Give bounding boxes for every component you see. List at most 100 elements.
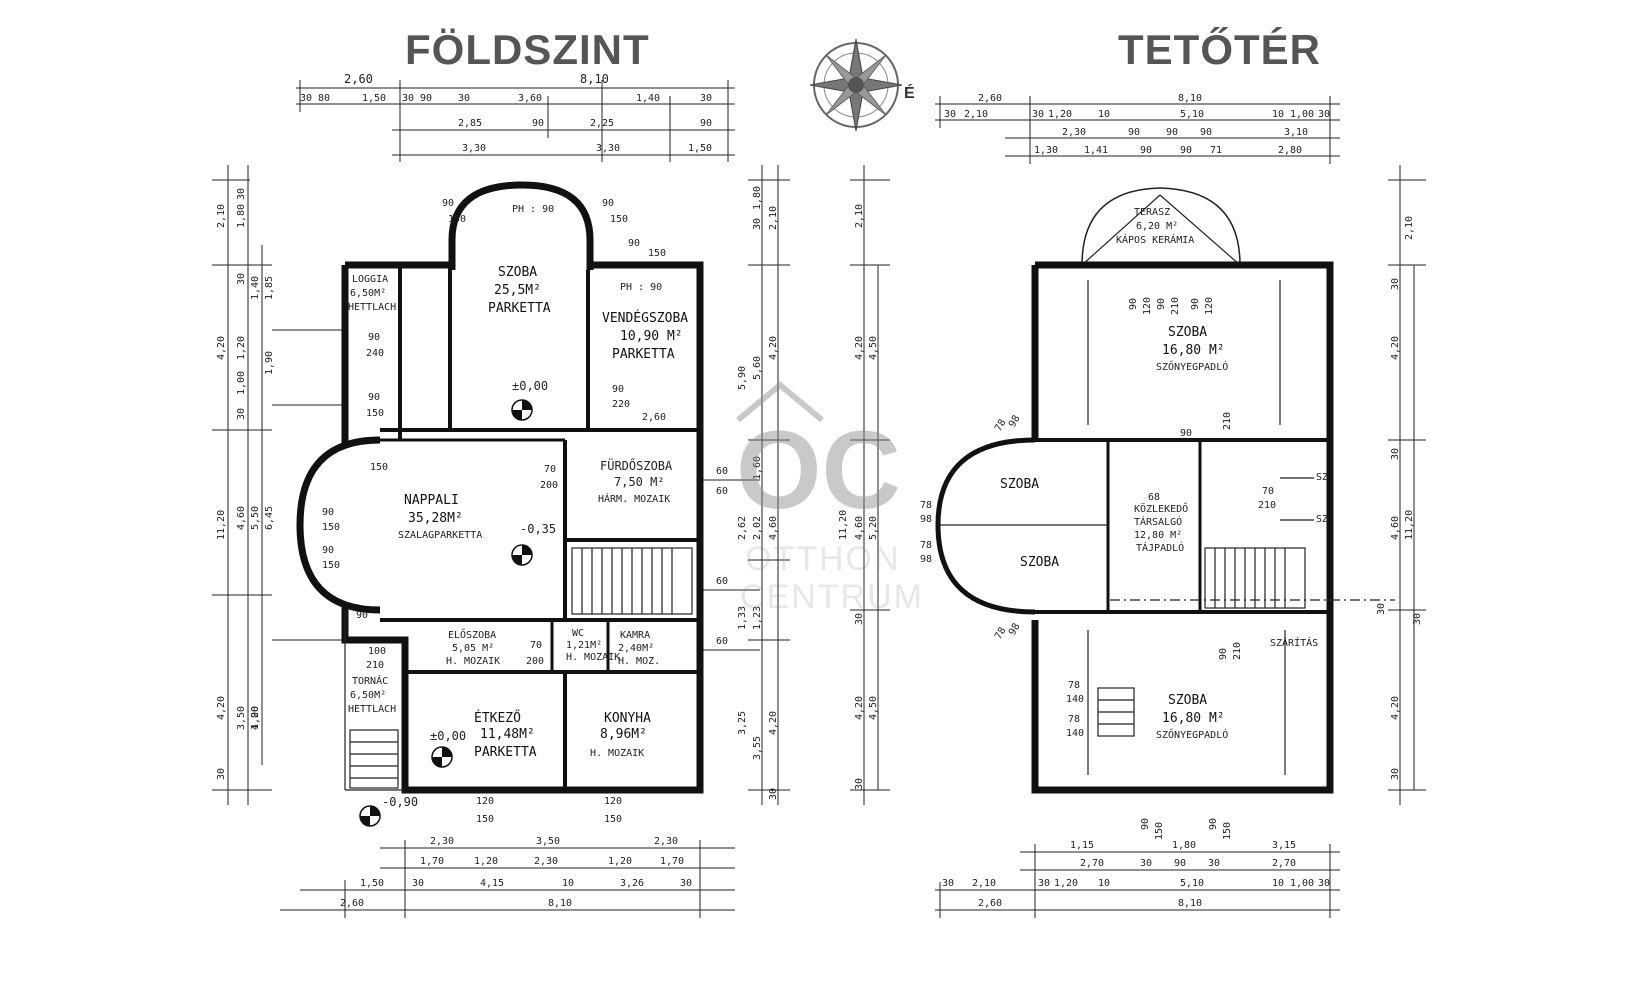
level-marker-icon [511, 399, 533, 421]
room-area: 6,50M² [350, 690, 386, 701]
window-mark: 240 [366, 348, 384, 359]
a-left-dim: 4,60 [854, 516, 865, 540]
a-left-dim: 5,20 [868, 516, 879, 540]
window-mark: 150 [448, 214, 466, 225]
g-right-dim: 1,60 [752, 456, 763, 480]
a-bottom-dim: 2,70 [1272, 858, 1296, 869]
g-bottom-dim: 1,20 [608, 856, 632, 867]
window-mark: 150 [370, 462, 388, 473]
a-top-dim: 10 [1098, 109, 1110, 120]
window-mark: 210 [1232, 642, 1243, 660]
a-bottom-dim: 150 [1222, 822, 1233, 840]
a-right-dim: 2,10 [1404, 216, 1415, 240]
window-mark: 210 [1170, 297, 1181, 315]
g-top-dim: 3,30 [462, 143, 486, 154]
g-right-dim: 4,20 [768, 336, 779, 360]
room-floor: HETTLACH [348, 302, 396, 313]
watermark-logo: OC OTTHON CENTRUM [736, 381, 922, 616]
g-left-dim: 30 [216, 768, 227, 780]
ground-floor-title: FÖLDSZINT [405, 26, 650, 73]
a-bottom-dim: 10 [1272, 878, 1284, 889]
g-right-dim: 60 [716, 576, 728, 587]
g-right-dim: 1,23 [752, 606, 763, 630]
ground-top-dimensions [296, 80, 735, 162]
window-mark: 90 [322, 545, 334, 556]
a-top-dim: 90 [1128, 127, 1140, 138]
g-top-dim: 2,60 [344, 72, 373, 86]
g-top-dim: 1,40 [636, 93, 660, 104]
window-mark: 90 [442, 198, 454, 209]
g-bottom-dim: 1,50 [360, 878, 384, 889]
compass-rose-icon [809, 38, 903, 132]
room-area: 12,80 M² [1134, 530, 1182, 541]
g-bottom-dim: 30 [680, 878, 692, 889]
window-mark: 90 [1156, 298, 1167, 310]
a-right-dim: 4,20 [1390, 336, 1401, 360]
g-right-dim: 5,90 [737, 366, 748, 390]
g-bottom-dim: 3,50 [536, 836, 560, 847]
window-mark: 150 [648, 248, 666, 259]
a-top-dim: 2,10 [964, 109, 988, 120]
window-mark: 90 [368, 392, 380, 403]
g-bottom-dim: 2,30 [534, 856, 558, 867]
g-bottom-dim: 150 [604, 814, 622, 825]
a-top-dim: 30 [944, 109, 956, 120]
window-mark: 220 [612, 399, 630, 410]
room-floor: H. MOZ. [618, 656, 660, 667]
g-top-dim: 30 [458, 93, 470, 104]
window-mark: 90 [356, 610, 368, 621]
window-mark: 2,60 [642, 412, 666, 423]
room-name: KAMRA [620, 630, 650, 641]
g-bottom-dim: 8,10 [548, 898, 572, 909]
g-left-dim: 1,40 [250, 276, 261, 300]
g-right-dim: 3,55 [752, 736, 763, 760]
attic-bottom-dimensions [935, 844, 1340, 918]
attic-title: TETŐTÉR [1118, 26, 1321, 73]
room-area: 11,48M² [480, 727, 535, 742]
window-mark: 210 [1222, 412, 1233, 430]
ground-walls [296, 181, 704, 794]
g-top-dim: 3,30 [596, 143, 620, 154]
a-bottom-dim: 30 [1140, 858, 1152, 869]
level-marker-icon [511, 544, 533, 566]
a-bottom-dim: 5,10 [1180, 878, 1204, 889]
window-mark: 70 [1262, 486, 1274, 497]
room-floor: PARKETTA [612, 347, 675, 362]
g-bottom-dim: 4,15 [480, 878, 504, 889]
window-mark: 150 [610, 214, 628, 225]
window-mark: 120 [1142, 297, 1153, 315]
a-right-dim: 4,60 [1390, 516, 1401, 540]
window-mark: 78 [1068, 680, 1080, 691]
a-left-dim: 11,20 [838, 510, 849, 540]
room-name: KONYHA [604, 711, 651, 726]
window-mark: 78 [920, 540, 932, 551]
g-right-dim: 4,60 [768, 516, 779, 540]
g-bottom-dim: 1,70 [660, 856, 684, 867]
window-mark: 98 [1007, 414, 1023, 430]
window-mark: 90 [612, 384, 624, 395]
g-top-dim: 8,10 [580, 72, 609, 86]
a-top-dim: 1,30 [1034, 145, 1058, 156]
room-area: 6,50M² [350, 288, 386, 299]
a-left-dim: 4,20 [854, 696, 865, 720]
a-bottom-dim: 30 [1318, 878, 1330, 889]
a-right-dim: 30 [1390, 448, 1401, 460]
north-label: É [904, 83, 915, 102]
a-top-dim: 90 [1180, 145, 1192, 156]
attic-top-dimensions [935, 96, 1340, 164]
a-right-dim: 30 [1390, 278, 1401, 290]
level-marker-icon [359, 805, 381, 827]
g-top-dim: 30 [300, 93, 312, 104]
g-bottom-dim: 2,60 [340, 898, 364, 909]
window-mark: 98 [1007, 622, 1023, 638]
a-bottom-dim: 1,00 [1290, 878, 1314, 889]
room-floor: H. MOZAIK [566, 652, 620, 663]
g-top-dim: 1,50 [362, 93, 386, 104]
a-bottom-dim: 1,20 [1054, 878, 1078, 889]
window-mark: 200 [526, 656, 544, 667]
room-name: SZOBA [1020, 555, 1059, 570]
window-mark: 200 [540, 480, 558, 491]
room-floor: SZALAGPARKETTA [398, 530, 482, 541]
level-label: ±0,00 [430, 729, 466, 743]
